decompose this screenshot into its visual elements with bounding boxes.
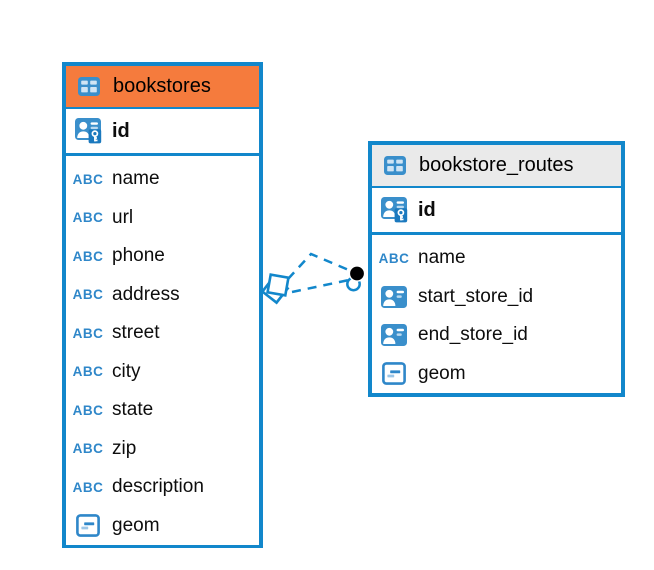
column-row-geom[interactable]: geom — [372, 354, 621, 393]
column-row-name[interactable]: ABC name — [66, 160, 259, 199]
column-row-street[interactable]: ABC street — [66, 314, 259, 353]
column-row-zip[interactable]: ABC zip — [66, 429, 259, 468]
column-row-phone[interactable]: ABC phone — [66, 237, 259, 276]
column-row-start-store-id[interactable]: start_store_id — [372, 277, 621, 316]
primary-key-icon — [73, 118, 103, 144]
entity-header-bookstores[interactable]: bookstores — [66, 66, 259, 109]
column-name: name — [418, 247, 466, 269]
entity-header-bookstore-routes[interactable]: bookstore_routes — [372, 145, 621, 188]
text-type-icon: ABC — [72, 364, 104, 380]
column-name: url — [112, 206, 134, 228]
column-name: address — [112, 283, 180, 305]
foreign-key-ref-icon — [379, 285, 409, 308]
column-row-geom[interactable]: geom — [66, 506, 259, 545]
object-type-icon — [379, 362, 409, 386]
column-name: description — [112, 476, 204, 498]
text-type-icon: ABC — [378, 250, 410, 266]
relationship-target-dot-marker[interactable] — [346, 265, 366, 292]
column-row-name[interactable]: ABC name — [372, 239, 621, 278]
column-row-url[interactable]: ABC url — [66, 198, 259, 237]
column-row-end-store-id[interactable]: end_store_id — [372, 316, 621, 355]
column-list-bookstores: ABC name ABC url ABC phone ABC address A… — [66, 156, 259, 545]
column-row-description[interactable]: ABC description — [66, 468, 259, 507]
table-title: bookstores — [113, 75, 211, 97]
column-name: zip — [112, 437, 137, 459]
column-list-bookstore-routes: ABC name start_store_id — [372, 235, 621, 393]
pk-row-bookstore-routes-id[interactable]: id — [372, 188, 621, 235]
text-type-icon: ABC — [72, 210, 104, 226]
column-name: geom — [112, 514, 160, 536]
text-type-icon: ABC — [72, 325, 104, 341]
entity-table-bookstores[interactable]: bookstores id A — [62, 62, 263, 548]
text-type-icon: ABC — [72, 441, 104, 457]
relationship-line-lower[interactable] — [291, 278, 350, 294]
pk-row-bookstores-id[interactable]: id — [66, 109, 259, 156]
column-row-state[interactable]: ABC state — [66, 391, 259, 430]
column-name: state — [112, 399, 154, 421]
text-type-icon: ABC — [72, 287, 104, 303]
text-type-icon: ABC — [72, 479, 104, 495]
text-type-icon: ABC — [72, 248, 104, 264]
column-name: street — [112, 322, 160, 344]
column-name: phone — [112, 245, 165, 267]
column-name: name — [112, 168, 160, 190]
table-icon — [380, 156, 410, 175]
relationship-line-upper[interactable] — [287, 252, 352, 280]
object-type-icon — [73, 514, 103, 538]
column-name: city — [112, 360, 141, 382]
column-row-city[interactable]: ABC city — [66, 352, 259, 391]
relationship-source-diamond-marker[interactable] — [260, 273, 290, 305]
text-type-icon: ABC — [72, 402, 104, 418]
primary-key-icon — [379, 197, 409, 223]
column-name: start_store_id — [418, 285, 534, 307]
column-name: geom — [418, 362, 466, 384]
table-icon — [74, 77, 104, 96]
pk-column-name: id — [418, 198, 436, 221]
entity-table-bookstore-routes[interactable]: bookstore_routes id — [368, 141, 625, 397]
column-name: end_store_id — [418, 324, 528, 346]
table-title: bookstore_routes — [419, 154, 574, 176]
relationship-bookstores-to-bookstore-routes[interactable] — [260, 252, 366, 305]
pk-column-name: id — [112, 119, 130, 142]
foreign-key-ref-icon — [379, 324, 409, 347]
text-type-icon: ABC — [72, 171, 104, 187]
column-row-address[interactable]: ABC address — [66, 275, 259, 314]
